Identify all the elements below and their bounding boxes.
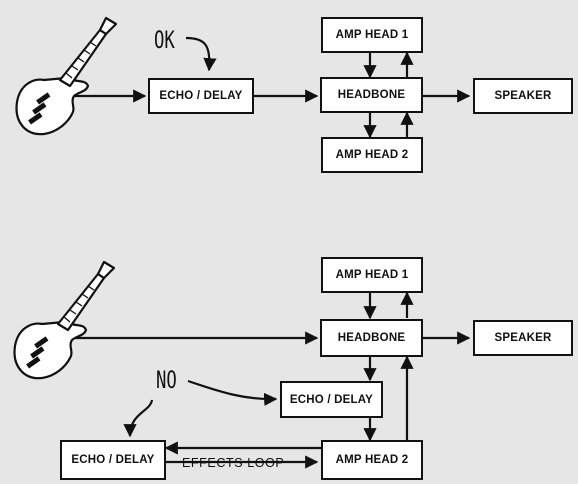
effects-loop-label: EFFECTS LOOP (182, 456, 285, 470)
headbone-box: HEADBONE (320, 319, 423, 357)
amp-head-2-box: AMP HEAD 2 (321, 137, 423, 173)
no-pointer-arrow-right (187, 379, 278, 406)
headbone-box: HEADBONE (320, 77, 423, 113)
electric-guitar-icon (13, 260, 116, 380)
amp-head-1-box: AMP HEAD 1 (321, 257, 423, 293)
amp-head-1-box: AMP HEAD 1 (321, 17, 423, 53)
amp-head-2-box: AMP HEAD 2 (321, 440, 423, 480)
no-note: NO (156, 366, 177, 394)
speaker-box: SPEAKER (473, 320, 573, 356)
ok-note: OK (154, 26, 175, 54)
ok-pointer-arrow (185, 36, 217, 72)
echo-delay-mid-box: ECHO / DELAY (280, 381, 383, 418)
echo-delay-box: ECHO / DELAY (148, 78, 254, 114)
speaker-box: SPEAKER (473, 78, 573, 114)
no-pointer-arrow-left (123, 399, 154, 438)
electric-guitar-icon (15, 16, 118, 136)
echo-delay-left-box: ECHO / DELAY (60, 440, 166, 480)
